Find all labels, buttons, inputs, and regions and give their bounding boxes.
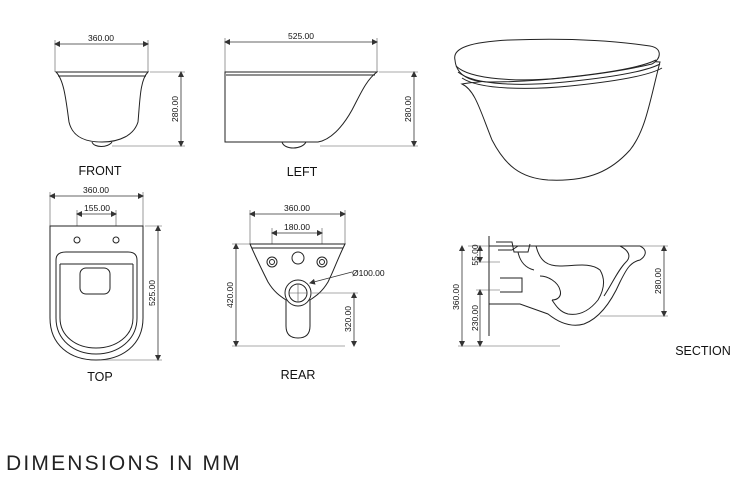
- top-view: 360.00 155.00 525.00 TOP: [49, 185, 162, 384]
- section-flush-inlet: [496, 241, 535, 271]
- front-height-dim: 280.00: [170, 96, 180, 122]
- rear-hole-right: [316, 256, 328, 268]
- perspective-seat-edge-2: [457, 63, 661, 85]
- rear-inlet: [291, 251, 305, 265]
- section-outer-profile: [489, 245, 646, 326]
- perspective-seat: [454, 38, 660, 83]
- rear-hole-left: [266, 256, 278, 268]
- top-hole-left: [73, 236, 81, 244]
- front-view-label: FRONT: [78, 164, 121, 178]
- section-top-offset-dim: 55.00: [470, 244, 480, 266]
- rear-hole-left-inner: [269, 259, 275, 265]
- rear-outlet-dim: Ø100.00: [352, 268, 385, 278]
- top-hole-spacing-dim: 155.00: [84, 203, 110, 213]
- left-height-dim: 280.00: [403, 96, 413, 122]
- perspective-seat-edge-3: [461, 67, 663, 89]
- top-drain: [79, 267, 111, 295]
- rear-outlet-outer: [284, 279, 312, 307]
- top-bowl-outline: [49, 225, 144, 361]
- section-trap: [500, 275, 561, 301]
- top-seat-line: [59, 263, 134, 349]
- left-outlet: [281, 141, 307, 149]
- left-view: 525.00 280.00 LEFT: [224, 31, 418, 179]
- left-view-label: LEFT: [287, 165, 318, 179]
- top-hole-right: [112, 236, 120, 244]
- rear-hole-spacing-dim: 180.00: [284, 222, 310, 232]
- outlet-leader-line: [309, 271, 353, 285]
- front-bowl-outline: [54, 71, 150, 143]
- section-rim-detail: [603, 245, 630, 297]
- front-width-dim: 360.00: [88, 33, 114, 43]
- section-inner-profile: [498, 245, 605, 315]
- rear-outlet-height-dim: 320.00: [343, 306, 353, 332]
- rear-view-label: REAR: [281, 368, 316, 382]
- perspective-seat-edge-1: [455, 59, 657, 81]
- rear-height-dim: 420.00: [225, 282, 235, 308]
- section-outlet-height-dim: 230.00: [470, 305, 480, 331]
- section-bowl-height-dim: 280.00: [653, 268, 663, 294]
- top-width-dim: 360.00: [83, 185, 109, 195]
- left-width-dim: 525.00: [288, 31, 314, 41]
- section-total-height-dim: 360.00: [451, 284, 461, 310]
- top-bowl-inner: [55, 251, 138, 355]
- left-bowl-outline: [224, 71, 379, 143]
- rear-view: 360.00 180.00 Ø100.00 420.00 320.00 REAR: [225, 203, 385, 382]
- perspective-view: [454, 38, 663, 181]
- rear-bowl-outline: [249, 243, 346, 339]
- top-view-label: TOP: [87, 370, 112, 384]
- section-view-label: SECTION: [675, 344, 731, 358]
- rear-hole-right-inner: [319, 259, 325, 265]
- top-length-dim: 525.00: [147, 280, 157, 306]
- rear-width-dim: 360.00: [284, 203, 310, 213]
- front-view: 360.00 280.00 FRONT: [54, 33, 185, 178]
- front-outlet: [91, 141, 113, 147]
- dimensions-unit-title: DIMENSIONS IN MM: [6, 452, 242, 475]
- section-view: 360.00 55.00 230.00 280.00 SECTION: [451, 236, 731, 358]
